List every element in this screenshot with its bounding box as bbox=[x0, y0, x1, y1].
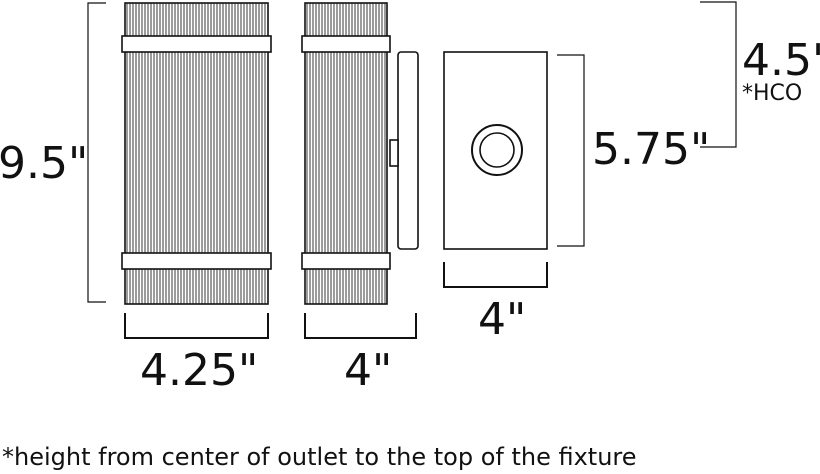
hco-note-label: *HCO bbox=[742, 81, 802, 106]
backplate-height-label: 5.75" bbox=[592, 124, 710, 175]
backplate-view bbox=[443, 51, 548, 250]
height-label: 9.5" bbox=[0, 138, 88, 189]
backplate-width-label: 4" bbox=[478, 294, 526, 345]
hco-label: 4.5" bbox=[742, 35, 820, 86]
height-dimension: 9.5" bbox=[0, 2, 106, 303]
side-view bbox=[301, 2, 419, 305]
height-bracket bbox=[87, 2, 106, 303]
side-view-top-band bbox=[301, 35, 391, 53]
front-width-dimension: 4.25" bbox=[124, 313, 269, 396]
side-depth-bracket bbox=[304, 313, 417, 339]
front-width-label: 4.25" bbox=[140, 345, 258, 396]
backplate-width-bracket bbox=[443, 262, 548, 288]
backplate-height-bracket bbox=[557, 54, 585, 247]
backplate-width-dimension: 4" bbox=[443, 262, 548, 345]
outlet-inner-ring-icon bbox=[479, 132, 515, 168]
backplate-height-dimension: 5.75" bbox=[557, 54, 710, 247]
front-view-top-band bbox=[121, 35, 272, 53]
side-view-bottom-band bbox=[301, 252, 391, 270]
front-width-bracket bbox=[124, 313, 269, 339]
side-depth-dimension: 4" bbox=[304, 313, 417, 396]
side-view-mount-bracket bbox=[389, 139, 399, 167]
side-view-backplate bbox=[397, 51, 419, 250]
footnote: *height from center of outlet to the top… bbox=[2, 443, 637, 471]
front-view bbox=[121, 2, 272, 305]
hco-bracket bbox=[700, 1, 737, 148]
side-depth-label: 4" bbox=[344, 345, 392, 396]
front-view-bottom-band bbox=[121, 252, 272, 270]
hco-dimension: 4.5" *HCO bbox=[700, 1, 820, 148]
